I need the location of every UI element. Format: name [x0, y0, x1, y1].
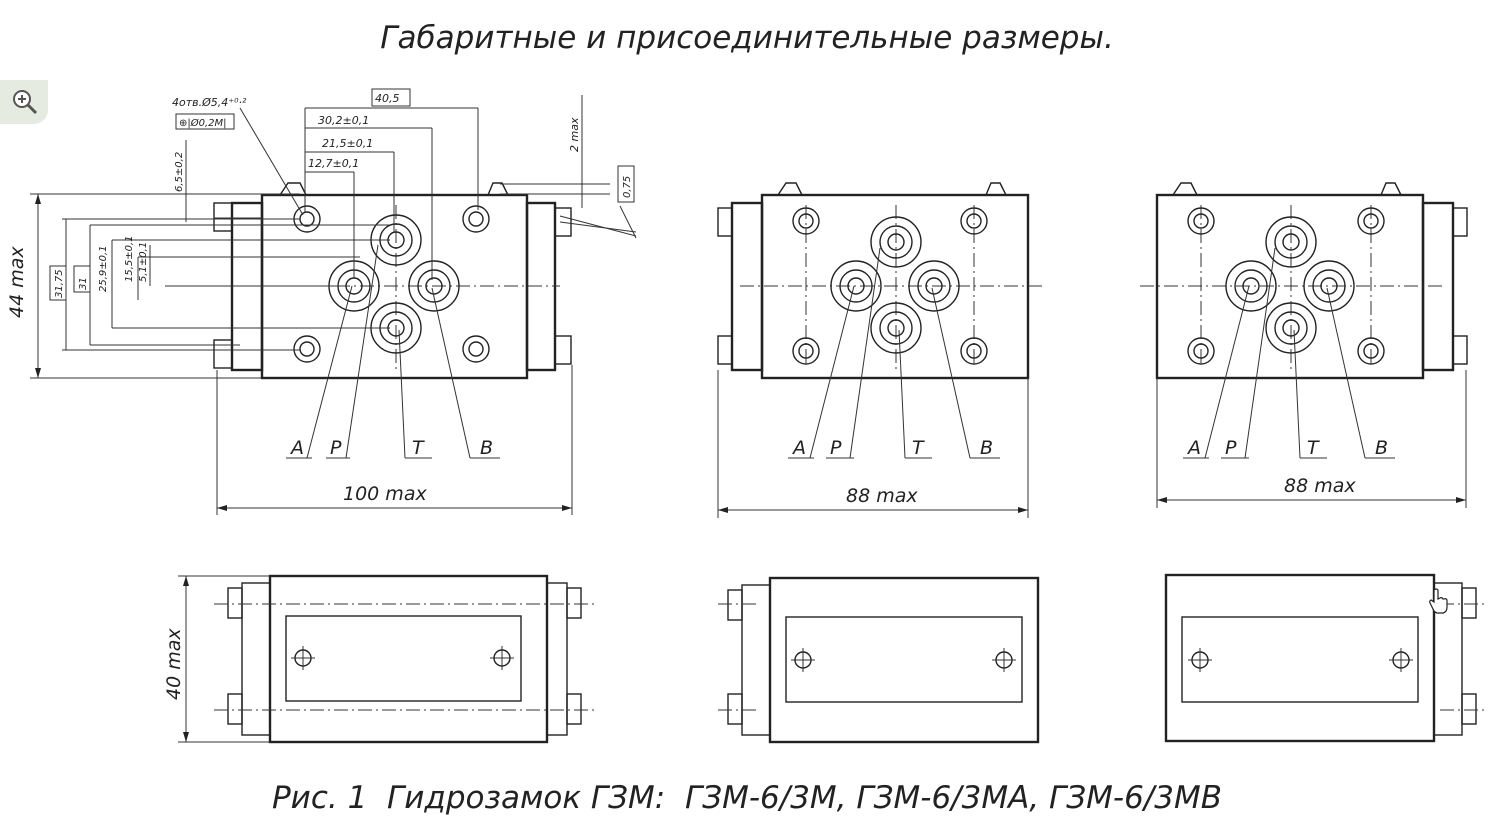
view1-dim-6-5: 6,5±0,2	[174, 152, 185, 192]
view1-dim-40-5: 40,5	[375, 92, 400, 105]
view1-port-B: B	[480, 437, 493, 459]
view2-port-B: B	[980, 437, 993, 459]
view2-left-cover	[730, 201, 764, 372]
view3-mount-holes	[1187, 207, 1385, 365]
view1-dim-31: 31	[78, 277, 89, 290]
view-3: A P T B 88 max	[1140, 182, 1468, 508]
view2-mount-holes	[792, 207, 988, 365]
side-view-1: 40 max	[163, 574, 596, 744]
view1-dim-12-7: 12,7±0,1	[308, 157, 359, 170]
view3-port-A: A	[1186, 437, 1201, 459]
view1-port-A: A	[289, 437, 304, 459]
view1-dim-15-5: 15,5±0,1	[124, 235, 135, 282]
magnifier-glyph	[13, 90, 38, 115]
view3-ports	[1225, 216, 1355, 354]
view1-dim-30-2: 30,2±0,1	[318, 114, 369, 127]
view1-port-T: T	[412, 437, 425, 459]
view2-port-T: T	[912, 437, 925, 459]
view1-dim-31-75: 31,75	[54, 269, 65, 298]
view2-ports	[830, 216, 960, 354]
view3-width-dim: 88 max	[1284, 475, 1356, 497]
side-view-3	[1164, 573, 1484, 743]
view1-dim-25-9: 25,9±0,1	[98, 245, 109, 292]
figure-caption: Рис. 1 Гидрозамок ГЗМ: ГЗМ-6/3М, ГЗМ-6/3…	[271, 780, 1222, 816]
view2-port-P: P	[830, 437, 842, 459]
view1-mount-holes	[293, 205, 490, 363]
view1-dim-2max: 2 max	[568, 117, 581, 152]
view-1: A P T B 100 max 44 max 31,75 31 25,	[6, 88, 637, 515]
view3-port-T: T	[1307, 437, 1320, 459]
view-2: A P T B 88 max	[717, 182, 1045, 518]
side-view-2	[718, 576, 1040, 744]
side-height-dim: 40 max	[163, 628, 185, 700]
view1-height-dim: 44 max	[6, 246, 28, 318]
view1-port-P: P	[330, 437, 342, 459]
view1-width-dim: 100 max	[343, 483, 427, 505]
hand-cursor-icon	[1429, 588, 1448, 614]
page-title: Габаритные и присоединительные размеры.	[380, 20, 1114, 56]
zoom-in-icon[interactable]	[0, 80, 48, 124]
view1-ports	[328, 214, 460, 354]
view1-dim-0-75: 0,75	[622, 176, 633, 198]
view1-dim-5-1: 5,1±0,1	[138, 242, 149, 282]
view2-width-dim: 88 max	[846, 485, 918, 507]
view1-position-tolerance: ⊕|Ø0,2M|	[179, 117, 227, 129]
view2-port-A: A	[791, 437, 806, 459]
view3-port-B: B	[1375, 437, 1388, 459]
view1-dim-21-5: 21,5±0,1	[322, 137, 373, 150]
view1-hole-note: 4отв.Ø5,4⁺⁰·²	[172, 96, 247, 109]
view3-port-P: P	[1225, 437, 1237, 459]
